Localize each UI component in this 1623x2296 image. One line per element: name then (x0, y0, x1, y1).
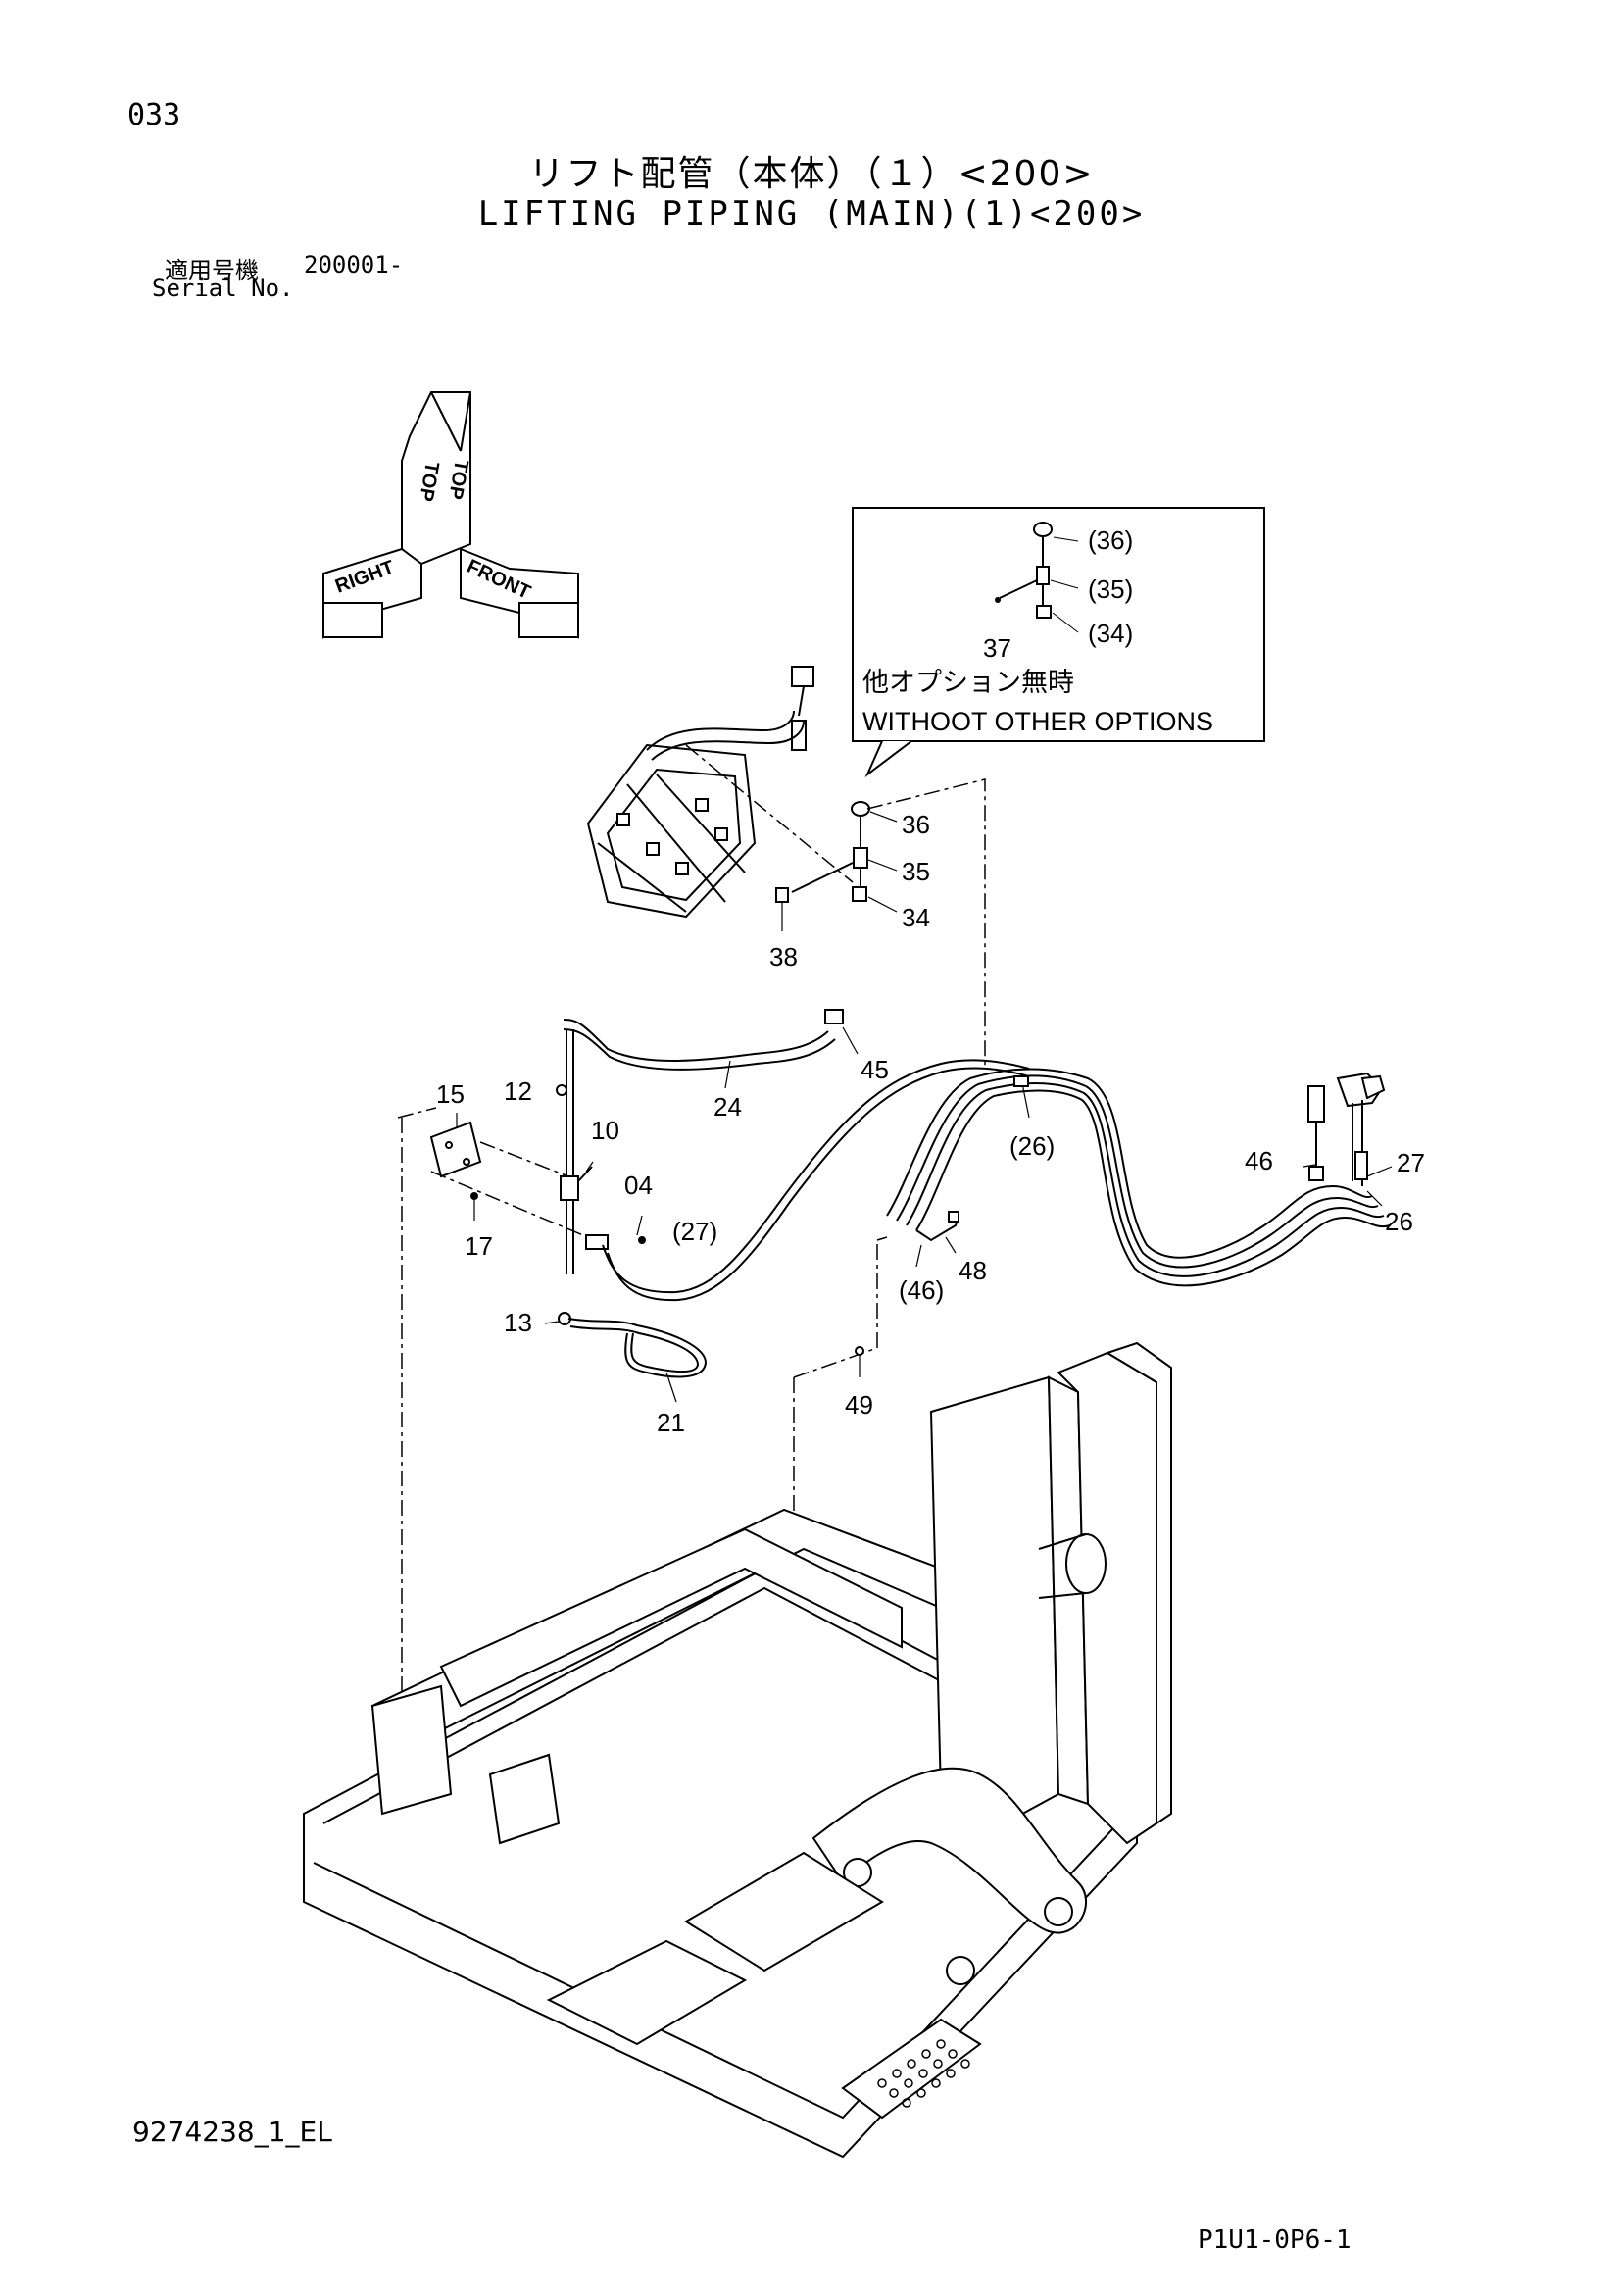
callout-27: 27 (1397, 1148, 1425, 1177)
document-number: 9274238_1_EL (132, 2116, 332, 2148)
step-plate-holes (877, 2039, 970, 2108)
callout-46-paren: (46) (899, 1275, 944, 1305)
callout-34: 34 (902, 903, 930, 932)
callout-24: 24 (713, 1092, 742, 1122)
callout-13: 13 (504, 1308, 532, 1337)
callout-26-paren: (26) (1009, 1131, 1055, 1161)
serial-label-english: Serial No. (152, 275, 294, 302)
page-code: P1U1-0P6-1 (1198, 2225, 1352, 2255)
callout-49: 49 (845, 1390, 873, 1420)
callout-17: 17 (465, 1231, 493, 1261)
machine-frame (303, 1341, 1172, 2159)
callout-35: 35 (902, 857, 930, 886)
control-valve-drawing (586, 743, 757, 919)
inset-label-37: 37 (983, 633, 1011, 663)
callout-21: 21 (657, 1408, 685, 1437)
inset-note-english: WITHOOT OTHER OPTIONS (862, 707, 1213, 736)
inset-note-japanese: 他オプション無時 (862, 668, 1074, 697)
inset-label-34: (34) (1088, 619, 1133, 648)
callout-38: 38 (769, 942, 798, 972)
serial-label-japanese: 適用号機 (165, 257, 259, 284)
callout-26: 26 (1385, 1207, 1413, 1236)
callout-46: 46 (1245, 1146, 1273, 1175)
fittings-34-38 (775, 801, 870, 903)
callout-04: 04 (624, 1171, 653, 1200)
page-title-english: LIFTING PIPING (MAIN)(1)<200> (477, 194, 1146, 233)
page-number: 033 (127, 98, 181, 132)
serial-range: 200001- (304, 251, 404, 278)
page-title-japanese: リフト配管（本体）（１）<200> (528, 154, 1095, 194)
inset-label-35: (35) (1088, 574, 1133, 604)
inset-box (852, 507, 1265, 778)
callout-45: 45 (861, 1055, 889, 1084)
callout-27-paren: (27) (672, 1217, 717, 1246)
callout-36: 36 (902, 810, 930, 839)
right-valves (1307, 1072, 1386, 1186)
orientation-indicator (322, 391, 579, 639)
callout-48: 48 (959, 1256, 987, 1285)
callout-15: 15 (436, 1079, 465, 1109)
callout-10: 10 (591, 1116, 619, 1145)
callout-12: 12 (504, 1076, 532, 1106)
inset-label-36: (36) (1088, 525, 1133, 555)
